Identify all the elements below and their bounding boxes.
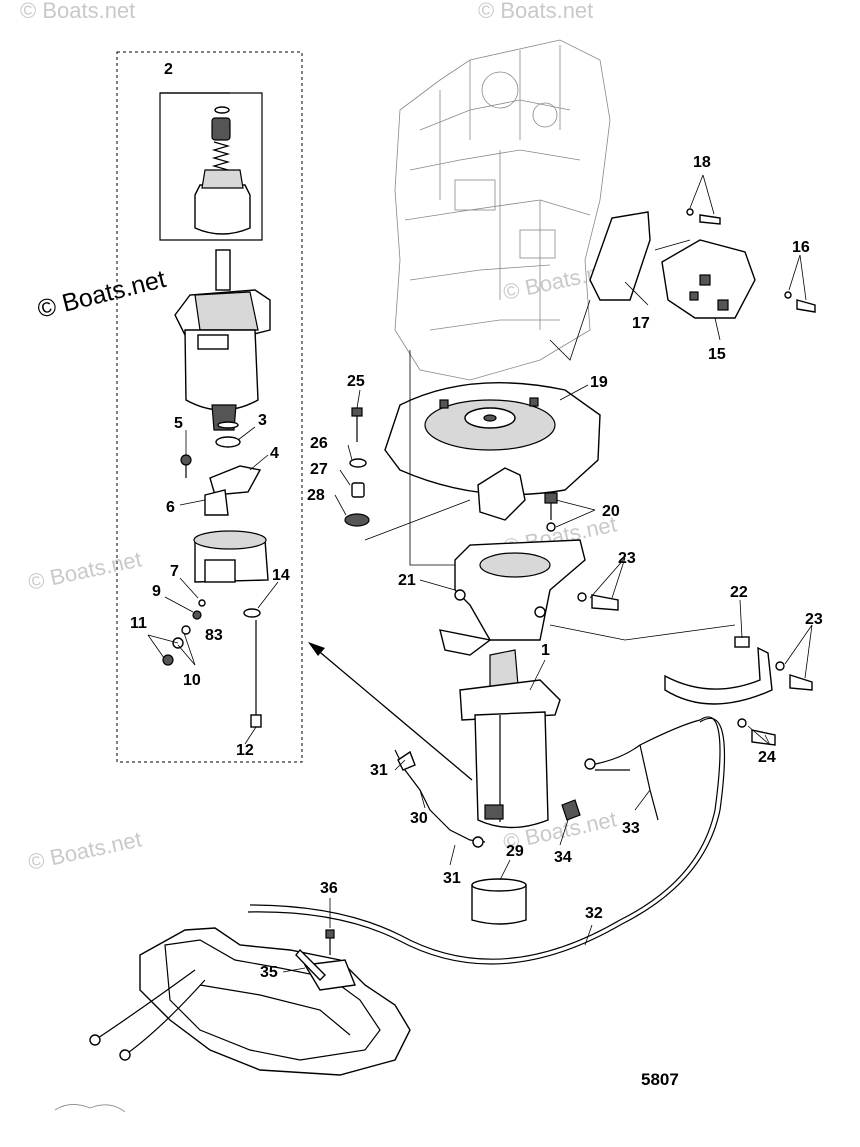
callout-17: 17 [632,315,650,332]
bolts-20-23 [544,492,813,691]
callout-2: 2 [164,61,173,78]
callout-31b: 31 [443,870,461,887]
left-leaders [147,426,279,745]
watermark-left-mid: © Boats.net [26,546,144,594]
callout-34: 34 [554,849,572,866]
callout-27: 27 [310,461,328,478]
callout-29: 29 [506,843,524,860]
callout-35: 35 [260,964,278,981]
figure-number: 5807 [641,1070,679,1089]
callout-16: 16 [792,239,810,256]
callout-22: 22 [730,584,748,601]
callout-30: 30 [410,810,428,827]
starter-motor-exploded [162,249,271,728]
callout-28: 28 [307,487,325,504]
callout-31a: 31 [370,762,388,779]
callout-9: 9 [152,583,161,600]
callout-5: 5 [174,415,183,432]
right-leaders [282,174,813,973]
callout-4: 4 [270,445,279,462]
callout-12: 12 [236,742,254,759]
starter-bracket [439,539,586,656]
watermark-top-center: © Boats.net [478,0,593,23]
drive-gear-assembly [194,106,251,235]
cables [247,716,726,965]
callout-20: 20 [602,503,620,520]
callout-18: 18 [693,154,711,171]
watermark-left-low: © Boats.net [26,826,144,874]
callout-7: 7 [170,563,179,580]
watermark-top-left: © Boats.net [20,0,135,23]
bottom-tray [89,927,411,1076]
bolt-24 [737,718,776,746]
callout-32: 32 [585,905,603,922]
starter-motor [459,649,561,829]
callout-3: 3 [258,412,267,429]
callout-21: 21 [398,572,416,589]
callout-26: 26 [310,435,328,452]
items-29-34 [471,799,581,925]
callout-10: 10 [183,672,201,689]
callout-83: 83 [205,627,223,644]
callout-15: 15 [708,346,726,363]
callout-23b: 23 [805,611,823,628]
engine-block-outline [394,39,611,381]
flywheel-cover [384,382,601,521]
callout-24: 24 [758,749,776,766]
callout-25: 25 [347,373,365,390]
starter-strap [664,636,773,705]
starter-detail-frame [116,51,303,763]
bolt-stack-25-28 [344,407,370,527]
corner-mark [54,1104,126,1113]
callout-23a: 23 [618,550,636,567]
callout-11: 11 [130,615,147,632]
solenoid-assembly [589,208,816,319]
callouts: 2 3 4 5 6 7 83 9 10 11 12 14 15 16 17 18… [130,61,823,981]
connector-lines [308,239,736,781]
callout-36: 36 [320,880,338,897]
callout-19: 19 [590,374,608,391]
callout-14: 14 [272,567,290,584]
callout-1: 1 [541,642,550,659]
watermark-main: © Boats.net [35,265,169,324]
callout-33: 33 [622,820,640,837]
callout-6: 6 [166,499,175,516]
